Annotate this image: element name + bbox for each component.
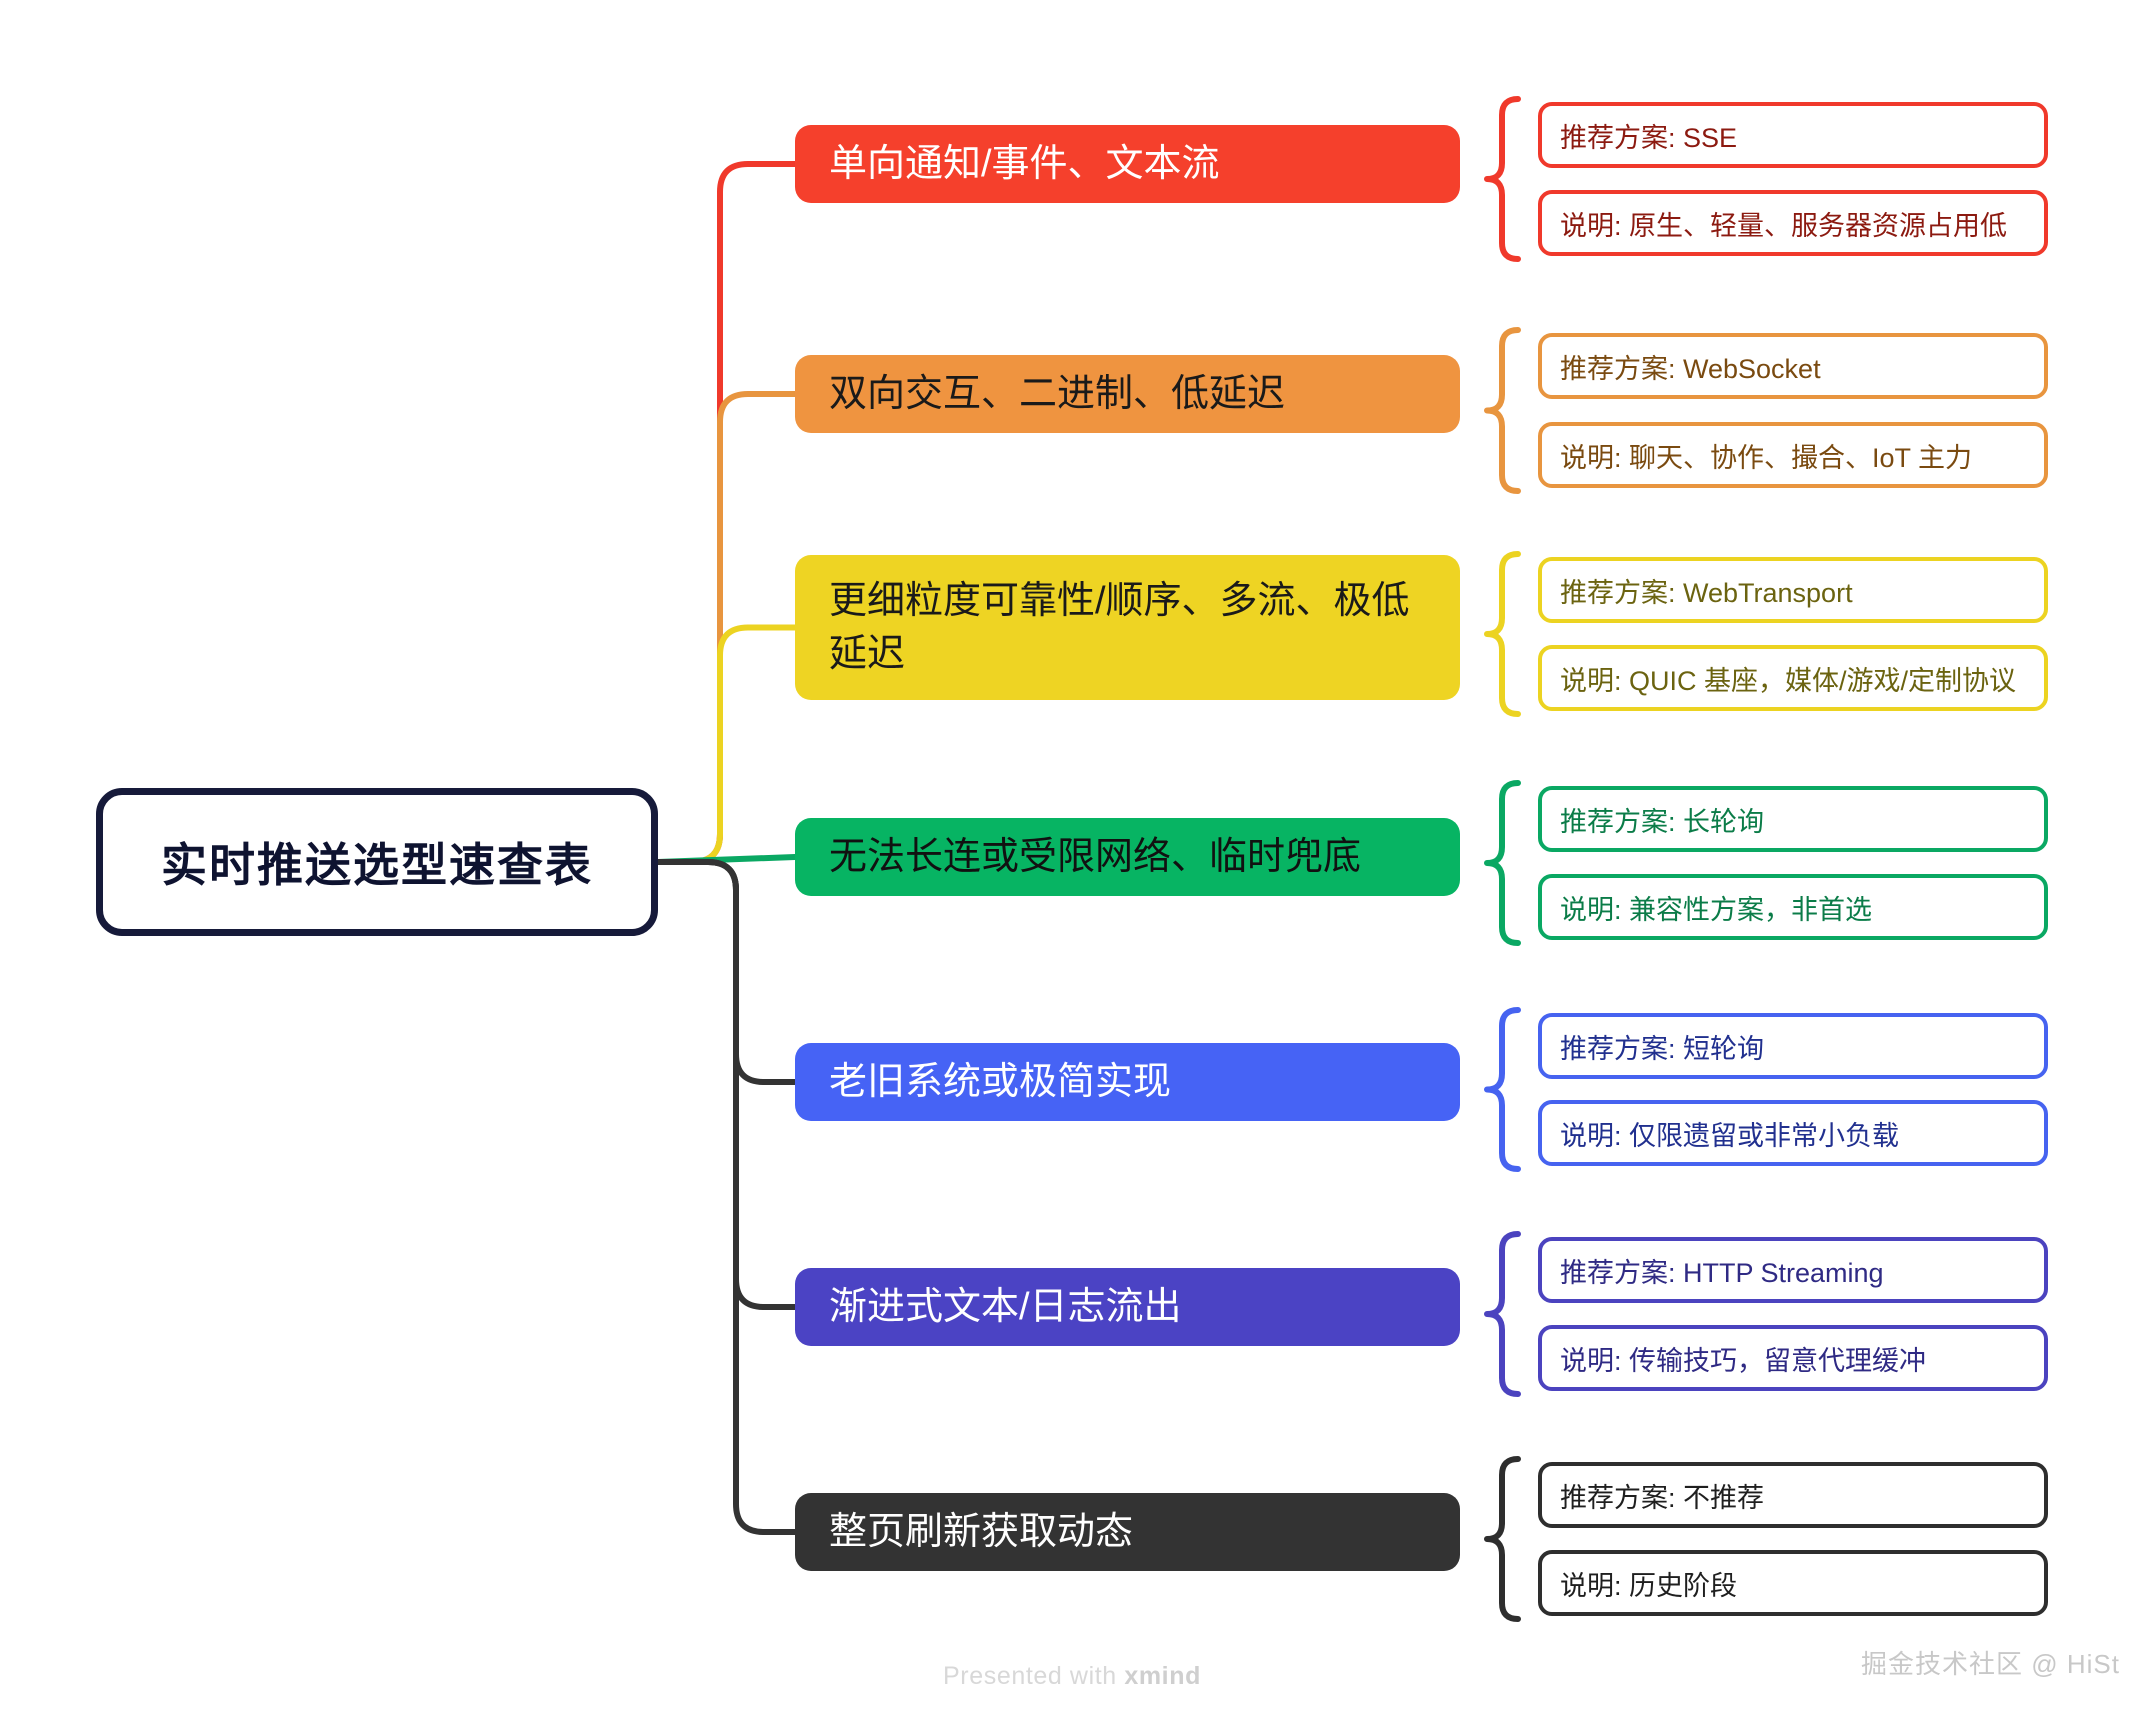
branch-node-label: 老旧系统或极简实现 (829, 1060, 1172, 1103)
detail-box-3-1[interactable]: 推荐方案: WebTransport (1538, 557, 2048, 623)
brace-icon-5 (1478, 1007, 1524, 1172)
branch-node-7[interactable]: 整页刷新获取动态 (795, 1493, 1460, 1571)
branch-node-6[interactable]: 渐进式文本/日志流出 (795, 1268, 1460, 1346)
detail-box-2-1[interactable]: 推荐方案: WebSocket (1538, 333, 2048, 399)
connector-to-branch-6 (655, 859, 798, 1310)
detail-box-label: 推荐方案: HTTP Streaming (1560, 1257, 1884, 1288)
detail-box-6-1[interactable]: 推荐方案: HTTP Streaming (1538, 1237, 2048, 1303)
connector-to-branch-2 (655, 391, 798, 865)
branch-node-2[interactable]: 双向交互、二进制、低延迟 (795, 355, 1460, 433)
brace-icon-1 (1478, 96, 1524, 262)
connector-to-branch-3 (655, 624, 798, 865)
community-watermark: 掘金技术社区 @ HiSt (1861, 1649, 2120, 1679)
detail-box-1-1[interactable]: 推荐方案: SSE (1538, 102, 2048, 168)
detail-box-5-2[interactable]: 说明: 仅限遗留或非常小负载 (1538, 1100, 2048, 1166)
detail-box-6-2[interactable]: 说明: 传输技巧，留意代理缓冲 (1538, 1325, 2048, 1391)
brace-icon-2 (1478, 327, 1524, 494)
branch-node-3[interactable]: 更细粒度可靠性/顺序、多流、极低延迟 (795, 555, 1460, 700)
detail-box-4-2[interactable]: 说明: 兼容性方案，非首选 (1538, 874, 2048, 940)
branch-node-label: 双向交互、二进制、低延迟 (829, 372, 1286, 415)
connector-to-branch-5 (655, 859, 798, 1085)
branch-node-label: 更细粒度可靠性/顺序、多流、极低延迟 (829, 580, 1410, 675)
detail-box-5-1[interactable]: 推荐方案: 短轮询 (1538, 1013, 2048, 1079)
branch-node-4[interactable]: 无法长连或受限网络、临时兜底 (795, 818, 1460, 896)
detail-box-label: 推荐方案: 不推荐 (1560, 1482, 1765, 1513)
connector-to-branch-4 (655, 854, 798, 865)
detail-box-label: 说明: 历史阶段 (1560, 1570, 1738, 1601)
presented-with-label: Presented with (943, 1662, 1125, 1690)
root-node[interactable]: 实时推送选型速查表 (96, 788, 658, 936)
xmind-brand-label: xmind (1124, 1662, 1201, 1690)
detail-box-label: 推荐方案: 短轮询 (1560, 1033, 1765, 1064)
detail-box-label: 说明: 原生、轻量、服务器资源占用低 (1560, 210, 2008, 241)
detail-box-label: 推荐方案: SSE (1560, 122, 1738, 153)
branch-node-label: 单向通知/事件、文本流 (829, 142, 1220, 185)
brace-icon-3 (1478, 551, 1524, 717)
detail-box-label: 说明: QUIC 基座，媒体/游戏/定制协议 (1560, 665, 2017, 696)
connector-to-branch-1 (655, 161, 798, 865)
detail-box-2-2[interactable]: 说明: 聊天、协作、撮合、IoT 主力 (1538, 422, 2048, 488)
detail-box-label: 说明: 传输技巧，留意代理缓冲 (1560, 1345, 1927, 1376)
branch-node-5[interactable]: 老旧系统或极简实现 (795, 1043, 1460, 1121)
detail-box-4-1[interactable]: 推荐方案: 长轮询 (1538, 786, 2048, 852)
detail-box-label: 推荐方案: 长轮询 (1560, 806, 1765, 837)
detail-box-7-1[interactable]: 推荐方案: 不推荐 (1538, 1462, 2048, 1528)
branch-node-label: 渐进式文本/日志流出 (829, 1285, 1182, 1328)
detail-box-label: 推荐方案: WebSocket (1560, 353, 1821, 384)
brace-icon-6 (1478, 1231, 1524, 1397)
detail-box-label: 说明: 兼容性方案，非首选 (1560, 894, 1873, 925)
branch-node-1[interactable]: 单向通知/事件、文本流 (795, 125, 1460, 203)
detail-box-3-2[interactable]: 说明: QUIC 基座，媒体/游戏/定制协议 (1538, 645, 2048, 711)
root-node-label: 实时推送选型速查表 (161, 839, 593, 891)
detail-box-7-2[interactable]: 说明: 历史阶段 (1538, 1550, 2048, 1616)
brace-icon-4 (1478, 780, 1524, 946)
detail-box-label: 说明: 聊天、协作、撮合、IoT 主力 (1560, 442, 1973, 473)
detail-box-label: 推荐方案: WebTransport (1560, 577, 1853, 608)
connector-to-branch-7 (655, 859, 798, 1535)
branch-node-label: 无法长连或受限网络、临时兜底 (829, 835, 1362, 878)
branch-node-label: 整页刷新获取动态 (829, 1510, 1134, 1553)
detail-box-1-2[interactable]: 说明: 原生、轻量、服务器资源占用低 (1538, 190, 2048, 256)
brace-icon-7 (1478, 1456, 1524, 1622)
detail-box-label: 说明: 仅限遗留或非常小负载 (1560, 1120, 1900, 1151)
xmind-attribution: Presented with xmind (0, 1662, 2144, 1691)
